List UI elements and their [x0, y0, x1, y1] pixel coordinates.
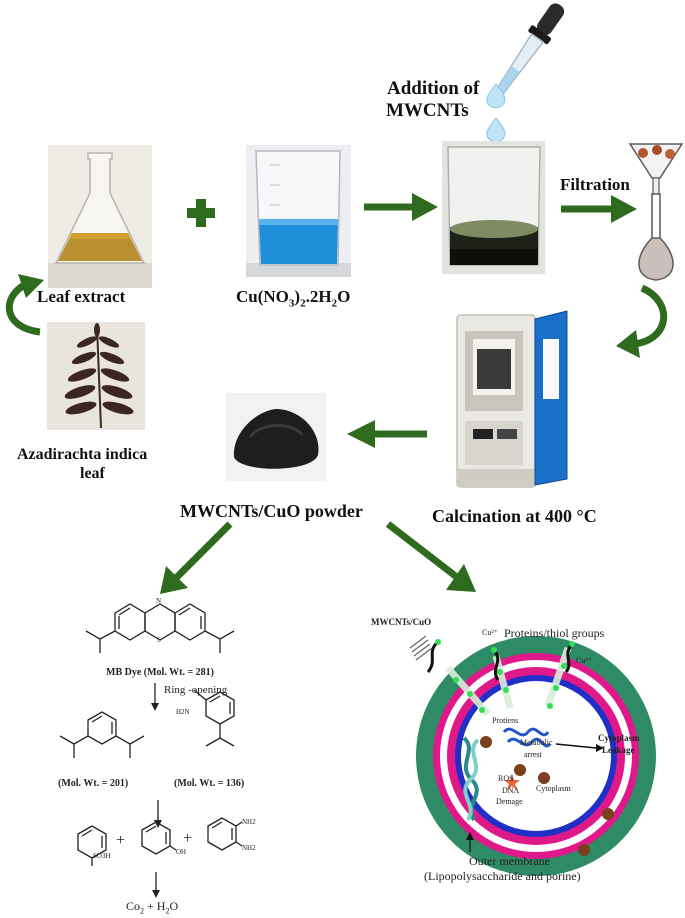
phenol-structure	[141, 821, 177, 855]
mw-201-label: (Mol. Wt. = 201)	[58, 778, 129, 789]
filtration-label: Filtration	[560, 175, 630, 194]
addition-label-line2: MWCNTs	[386, 100, 469, 121]
arrow-right-icon	[561, 195, 637, 223]
intermediate-structure-1	[59, 711, 145, 758]
nh2-label: NH2	[242, 844, 256, 852]
final-products-label: Co2 + H2O	[126, 899, 178, 915]
neem-leaf-photo	[47, 322, 145, 430]
arrow-right-icon	[364, 193, 438, 221]
copper-nitrate-label: Cu(NO3)2.2H2O	[236, 287, 350, 309]
proteins-label: Protiens	[492, 716, 519, 725]
copper-nitrate-text: )	[294, 287, 301, 306]
addition-label-line1: Addition of	[387, 78, 480, 99]
final-text: O	[169, 899, 179, 913]
powder-photo	[226, 393, 326, 481]
arrest-label: arrest	[524, 750, 542, 759]
copper-nitrate-text: Cu(NO	[236, 287, 289, 306]
oh-label: OH	[176, 848, 187, 856]
curved-arrow-icon	[5, 274, 44, 336]
final-text: Co	[126, 899, 141, 913]
cu-ion-label: Cu²⁺	[576, 656, 592, 665]
copper-nitrate-text: .2H	[305, 287, 332, 306]
so3h-label: SO3H	[93, 852, 111, 860]
mb-dye-label: MB Dye (Mol. Wt. = 281)	[106, 667, 214, 678]
final-sub: 2	[140, 906, 145, 916]
dna-damage-line1: DNA	[502, 786, 520, 795]
intermediate-structure-2	[193, 689, 235, 747]
arrow-down-icon	[152, 872, 160, 898]
copper-nitrate-text: O	[337, 287, 351, 306]
mw-136-label: (Mol. Wt. = 136)	[174, 778, 245, 789]
outer-membrane-line1: Outer membrane	[469, 854, 550, 868]
arrow-diagonal-right-icon	[385, 521, 476, 592]
leaf-name-line2: leaf	[80, 465, 105, 482]
copper-nitrate-beaker-photo	[246, 145, 351, 277]
filtration-flask-icon	[628, 143, 684, 281]
copper-nitrate-sub: 2	[300, 297, 306, 310]
outer-membrane-line2: (Lipopolysaccharide and porine)	[424, 869, 581, 883]
nh2-label: NH2	[242, 818, 256, 826]
powder-label: MWCNTs/CuO powder	[180, 501, 363, 521]
curved-arrow-icon	[616, 284, 668, 358]
cytoplasm-label: Cytoplasm	[536, 784, 571, 793]
leaf-extract-label: Leaf extract	[37, 287, 126, 306]
proteins-thiol-label: Proteins/thiol groups	[504, 626, 605, 640]
final-text: + H	[144, 899, 166, 913]
n-atom-label: N	[156, 597, 162, 605]
s-atom-label: S	[157, 636, 161, 644]
ros-label: ROS	[498, 774, 514, 783]
h2n-label: H2N	[176, 708, 190, 716]
calcination-label: Calcination at 400 °C	[432, 506, 597, 526]
mwcnts-cuo-label: MWCNTs/CuO	[371, 617, 432, 627]
final-sub: 2	[165, 906, 170, 916]
arrow-down-icon	[151, 683, 159, 711]
diaminobenzene-structure	[207, 817, 243, 851]
leaf-name-line1: Azadirachta indica	[17, 446, 148, 463]
cytoplasm-leakage-line1: Cytoplasm	[598, 733, 640, 743]
ring-opening-label: Ring -opening	[164, 684, 228, 696]
leaf-extract-flask-photo	[48, 145, 152, 288]
methylene-blue-structure	[85, 603, 235, 653]
plus-sign: +	[183, 830, 193, 847]
metabolic-label: Metabolic	[520, 738, 553, 747]
dna-damage-line2: Demage	[496, 797, 523, 806]
plus-icon	[187, 199, 215, 227]
cytoplasm-leakage-line2: Leakage	[602, 745, 635, 755]
arrow-left-icon	[347, 420, 427, 448]
bacterial-cell-diagram	[416, 636, 656, 876]
arrow-diagonal-left-icon	[160, 521, 233, 594]
furnace-photo	[451, 309, 573, 494]
cu-ion-label: Cu²⁺	[482, 628, 498, 637]
copper-nitrate-sub: 2	[331, 297, 338, 310]
copper-nitrate-sub: 3	[288, 297, 295, 310]
benzenesulfonic-acid-structure	[77, 825, 107, 866]
mixture-beaker-photo	[442, 141, 545, 274]
plus-sign: +	[116, 832, 126, 849]
